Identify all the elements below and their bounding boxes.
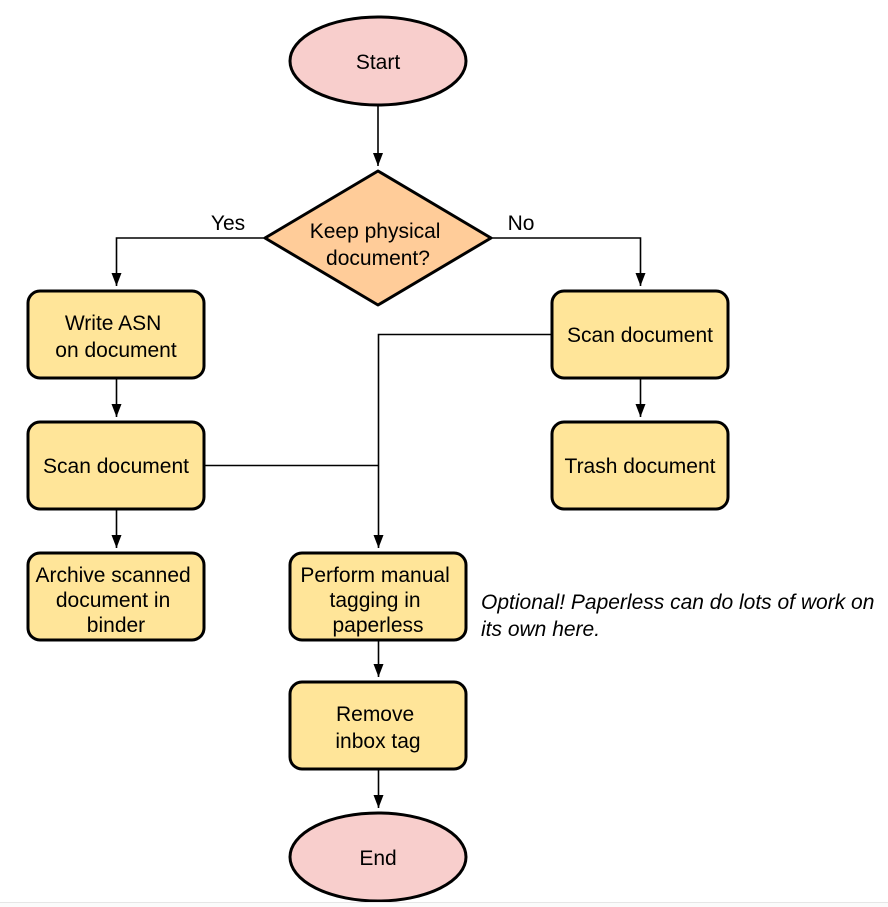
node-trash-document: Trash document <box>550 420 730 511</box>
node-manual-tagging: Perform manual tagging in paperless <box>288 551 468 642</box>
edges <box>111 106 646 808</box>
edge-decision-write-asn <box>111 237 265 286</box>
node-archive-binder: Archive scanned document in binder <box>26 551 206 642</box>
remove-inbox-label: Remove inbox tag <box>335 703 420 753</box>
scan-right-box <box>550 289 730 380</box>
write-asn-label: Write ASN on document <box>55 312 177 362</box>
edge-label-no: No <box>508 212 535 235</box>
optional-note-line-1: Optional! Paperless can do lots of work … <box>481 591 875 614</box>
trash-box <box>550 420 730 511</box>
archive-label: Archive scanned document in binder <box>35 564 196 637</box>
node-start: Start <box>288 15 468 107</box>
optional-note: Optional! Paperless can do lots of work … <box>481 589 888 643</box>
archive-box <box>26 551 206 642</box>
decision-label: Keep physical document? <box>310 220 447 270</box>
write-asn-box <box>26 289 206 380</box>
node-scan-document-left: Scan document <box>26 420 206 511</box>
edge-scan-right-tagging <box>373 333 552 548</box>
node-end: End <box>288 811 468 903</box>
node-remove-inbox-tag: Remove inbox tag <box>288 680 468 771</box>
optional-note-line-2: its own here. <box>481 618 601 641</box>
start-ellipse <box>288 15 468 107</box>
end-label: End <box>359 847 396 870</box>
node-write-asn: Write ASN on document <box>26 289 206 380</box>
scan-right-label: Scan document <box>567 324 713 347</box>
node-decision-keep-physical: Keep physical document? <box>263 169 493 307</box>
tagging-box <box>288 551 468 642</box>
start-label: Start <box>356 51 401 74</box>
tagging-label: Perform manual tagging in paperless <box>300 564 455 637</box>
edge-decision-scan-right <box>491 237 646 286</box>
end-ellipse <box>288 811 468 903</box>
edge-label-yes: Yes <box>211 212 245 235</box>
scan-left-box <box>26 420 206 511</box>
remove-inbox-box <box>288 680 468 771</box>
page-bottom-divider <box>0 902 888 907</box>
scan-left-label: Scan document <box>43 455 189 478</box>
node-scan-document-right: Scan document <box>550 289 730 380</box>
trash-label: Trash document <box>565 455 716 478</box>
decision-diamond <box>263 169 493 307</box>
